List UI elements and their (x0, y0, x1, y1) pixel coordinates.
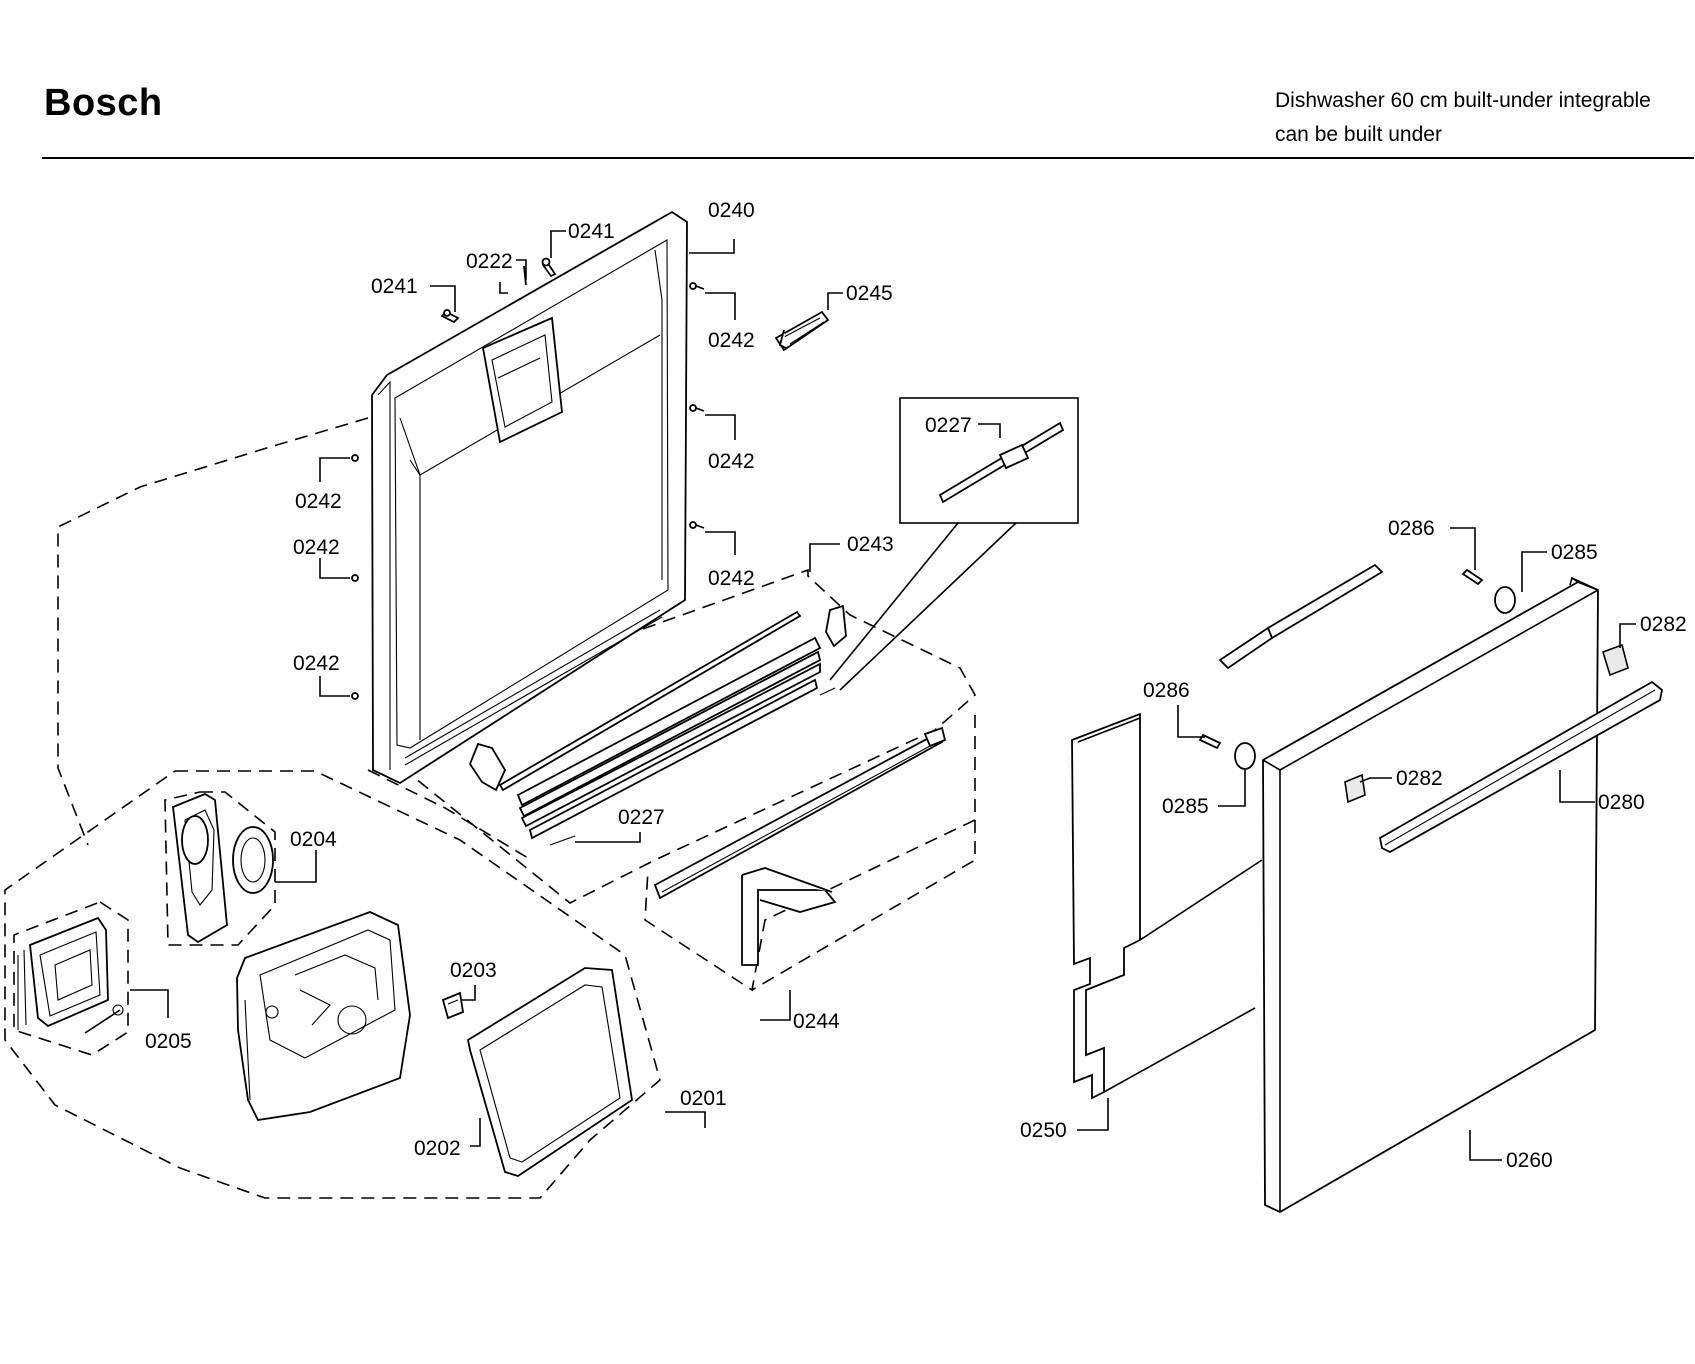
callout-0260: 0260 (1506, 1149, 1553, 1172)
callout-0286-left: 0286 (1143, 679, 1190, 702)
callout-0241-top: 0241 (568, 220, 615, 243)
description-line-2: can be built under (1275, 123, 1442, 146)
control-module (236, 911, 411, 1121)
front-door-panel (1198, 568, 1663, 1214)
small-electronic-module (17, 916, 124, 1034)
header-divider (42, 157, 1694, 159)
callout-0245: 0245 (846, 282, 893, 305)
callout-0240: 0240 (708, 199, 755, 222)
callout-0242-right-2: 0242 (708, 450, 755, 473)
callout-0242-right-3: 0242 (708, 567, 755, 590)
window-gasket-frame (466, 967, 633, 1177)
callout-0282-center: 0282 (1396, 767, 1443, 790)
callout-0242-right-1: 0242 (708, 329, 755, 352)
callout-0204: 0204 (290, 828, 337, 851)
callout-0286-top: 0286 (1388, 517, 1435, 540)
description-line-1: Dishwasher 60 cm built-under integrable (1275, 89, 1651, 112)
callout-0227: 0227 (618, 806, 665, 829)
callout-0201: 0201 (680, 1087, 727, 1110)
brand-title: Bosch (44, 82, 163, 124)
callout-0203: 0203 (450, 959, 497, 982)
model-description: Dishwasher 60 cm built-under integrable … (1275, 84, 1651, 152)
callout-0205: 0205 (145, 1030, 192, 1053)
screws (351, 257, 705, 700)
door-rail-assembly (468, 604, 847, 846)
callout-0242-left-3: 0242 (293, 652, 340, 675)
callout-0241-left: 0241 (371, 275, 418, 298)
small-clip-part (441, 991, 465, 1020)
side-bracket-part (172, 792, 274, 944)
callout-0280: 0280 (1598, 791, 1645, 814)
slide-rail-assembly (653, 726, 947, 966)
callout-0250: 0250 (1020, 1119, 1067, 1142)
door-latch-part (774, 310, 830, 352)
callout-0285-top: 0285 (1551, 541, 1598, 564)
callout-leader-lines (130, 230, 1636, 1161)
callout-0242-left-1: 0242 (295, 490, 342, 513)
decor-panel (1071, 563, 1384, 1100)
callout-0227-inset: 0227 (925, 414, 972, 437)
callout-0244: 0244 (793, 1010, 840, 1033)
detail-inset-box (829, 397, 1079, 691)
assembly-group-outlines (4, 417, 977, 1199)
callout-0222: 0222 (466, 250, 513, 273)
inner-door-panel (371, 210, 688, 785)
callout-labels: 0240 0241 0222 0241 0245 0242 0242 0242 … (145, 199, 1687, 1172)
callout-0285-left: 0285 (1162, 795, 1209, 818)
callout-0242-left-2: 0242 (293, 536, 340, 559)
callout-0282-right: 0282 (1640, 613, 1687, 636)
callout-0243: 0243 (847, 533, 894, 556)
callout-0202: 0202 (414, 1137, 461, 1160)
